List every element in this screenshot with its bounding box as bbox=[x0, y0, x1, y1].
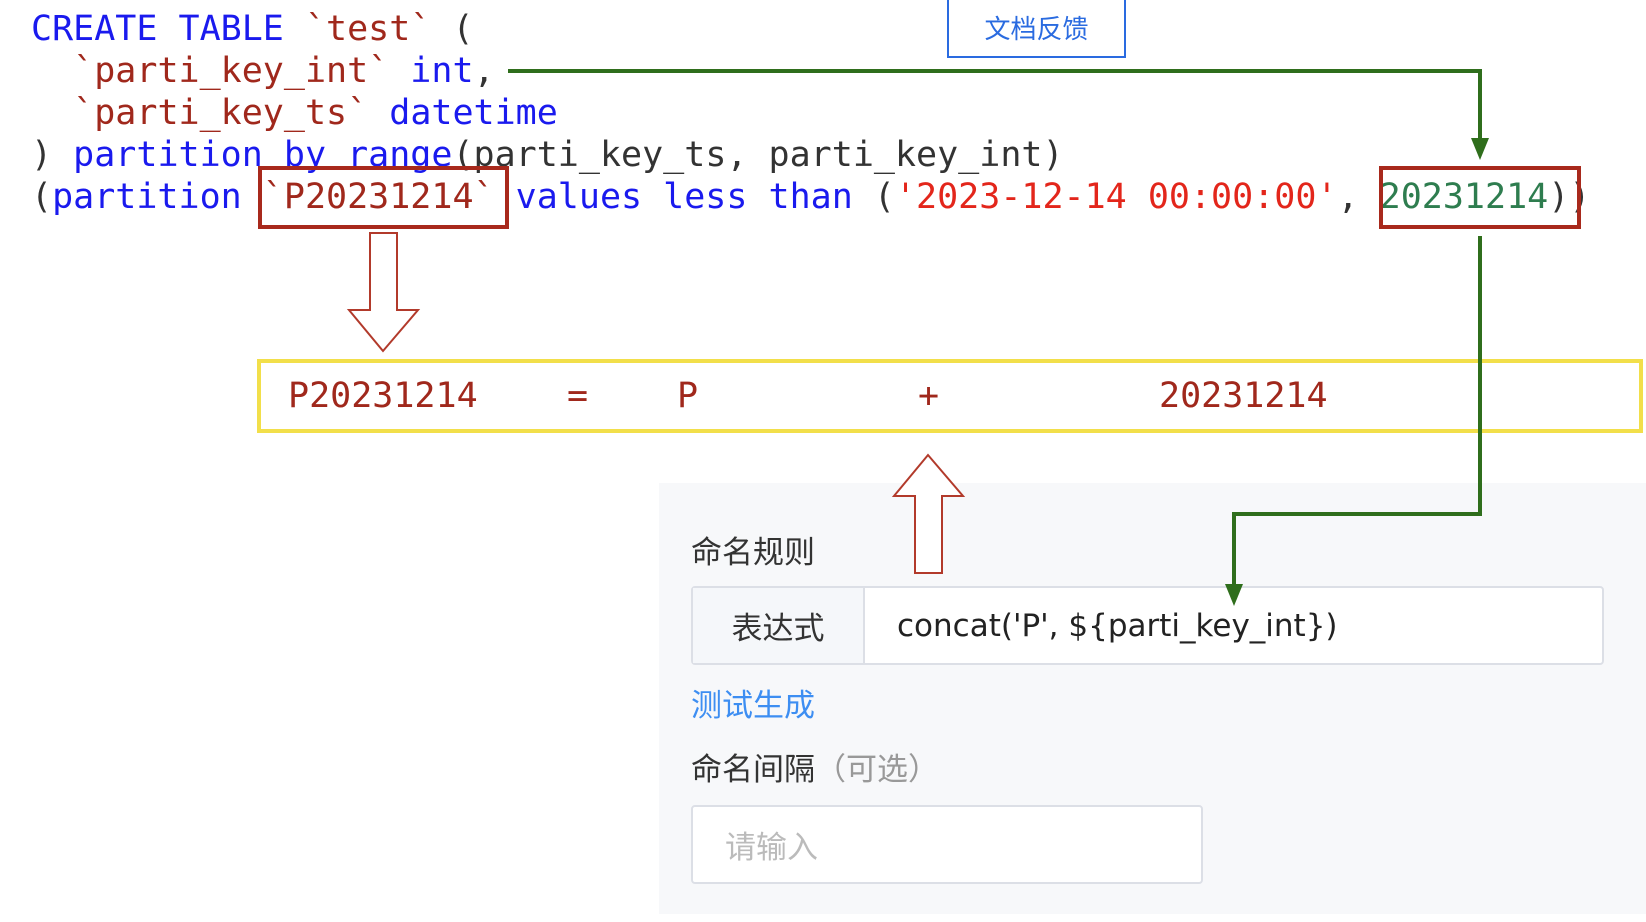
code-token: , bbox=[1337, 177, 1380, 217]
feedback-button[interactable]: 文档反馈 bbox=[947, 0, 1126, 58]
green-arrow-int-to-value bbox=[508, 69, 1482, 140]
code-token: datetime bbox=[368, 93, 558, 133]
interval-label-text: 命名间隔 bbox=[691, 752, 815, 788]
naming-rule-label: 命名规则 bbox=[691, 535, 815, 571]
expression-input-group: 表达式 concat('P', ${parti_key_int}) bbox=[691, 586, 1604, 665]
interval-label: 命名间隔（可选） bbox=[691, 744, 939, 789]
code-token: ) bbox=[31, 135, 74, 175]
expression-addon: 表达式 bbox=[693, 588, 865, 663]
interval-optional-text: （可选） bbox=[815, 752, 939, 788]
formula-equals: = bbox=[567, 376, 589, 416]
hollow-up-arrow-icon bbox=[891, 453, 966, 574]
code-token: `parti_key_ts` bbox=[73, 93, 369, 133]
code-token: , bbox=[473, 51, 495, 91]
code-token: '2023-12-14 00:00:00' bbox=[894, 177, 1338, 217]
code-line: CREATE TABLE `test` ( bbox=[31, 8, 1590, 50]
expression-input[interactable]: concat('P', ${parti_key_int}) bbox=[897, 607, 1338, 644]
code-token: 20231214 bbox=[1379, 177, 1549, 217]
code-line: `parti_key_ts` datetime bbox=[31, 92, 1590, 134]
code-token: partition by range bbox=[73, 135, 453, 175]
green-arrowhead-icon bbox=[1225, 584, 1243, 606]
code-token: `test` bbox=[304, 9, 432, 49]
code-token: ( bbox=[431, 9, 474, 49]
code-line: (partition `P20231214` values less than … bbox=[31, 176, 1590, 218]
interval-input[interactable]: 请输入 bbox=[691, 805, 1203, 884]
code-token: )) bbox=[1548, 177, 1591, 217]
code-token: CREATE TABLE bbox=[31, 9, 305, 49]
code-token: `parti_key_int` bbox=[73, 51, 390, 91]
partition-name-highlight bbox=[258, 166, 509, 229]
code-token: values less than bbox=[494, 177, 874, 217]
code-token: `P20231214` bbox=[262, 177, 495, 217]
hollow-down-arrow-icon bbox=[346, 232, 421, 353]
sql-code-block: CREATE TABLE `test` ( `parti_key_int` in… bbox=[31, 8, 1590, 218]
green-arrow-value-to-expression bbox=[1232, 236, 1482, 586]
formula-box bbox=[257, 359, 1643, 433]
code-token: ( bbox=[31, 177, 53, 217]
code-line: `parti_key_int` int, bbox=[31, 50, 1590, 92]
code-token: ( bbox=[873, 177, 895, 217]
formula-value: 20231214 bbox=[1159, 376, 1328, 416]
code-token: int bbox=[389, 51, 474, 91]
formula-result: P20231214 bbox=[288, 376, 478, 416]
formula-prefix: P bbox=[677, 376, 699, 416]
test-generate-link[interactable]: 测试生成 bbox=[691, 688, 815, 724]
green-arrowhead-icon bbox=[1471, 138, 1489, 160]
partition-value-highlight bbox=[1379, 166, 1581, 229]
formula-plus: + bbox=[918, 376, 940, 416]
code-line: ) partition by range(parti_key_ts, parti… bbox=[31, 134, 1590, 176]
code-token: partition bbox=[52, 177, 263, 217]
code-token: (parti_key_ts, parti_key_int) bbox=[452, 135, 1064, 175]
